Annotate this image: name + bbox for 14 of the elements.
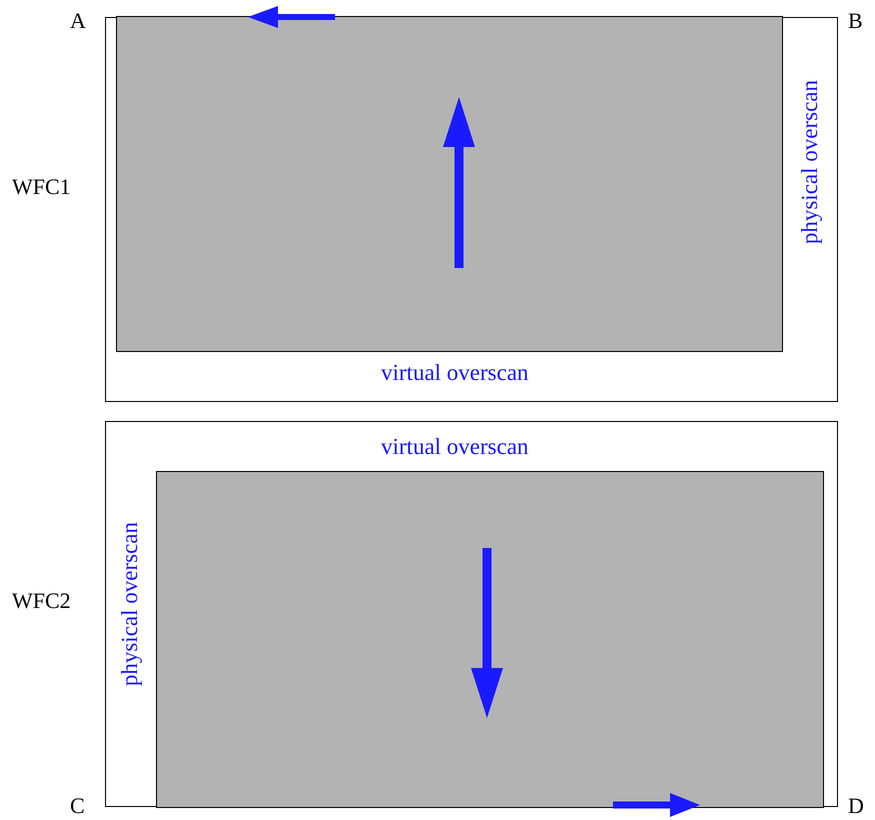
overscan-label: physical overscan [118,522,141,686]
corner-label: A [70,10,86,32]
overscan-label: virtual overscan [381,361,529,384]
overscan-label: physical overscan [798,80,821,244]
corner-label: B [848,10,863,32]
overscan-label: virtual overscan [381,435,529,458]
image-area [116,16,783,352]
detector-frame [105,421,838,807]
chip-label: WFC2 [12,590,71,612]
chip-label: WFC1 [12,176,71,198]
corner-label: C [70,795,85,817]
detector-frame [105,17,838,402]
corner-label: D [848,795,864,817]
image-area [156,471,824,808]
